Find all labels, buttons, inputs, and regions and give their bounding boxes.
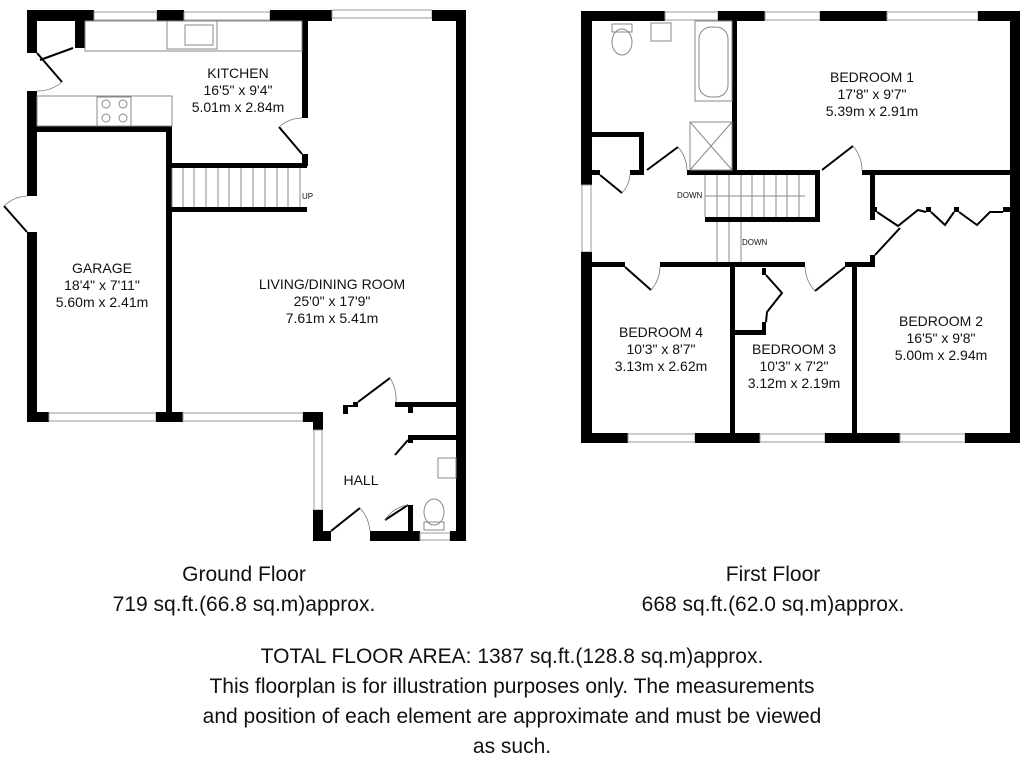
disclaimer-line: and position of each element are approxi… [202, 705, 822, 728]
disclaimer-line: as such. [472, 735, 552, 758]
room-dimensions-metric: 7.61m x 5.41m [285, 310, 379, 326]
room-dimensions-metric: 5.00m x 2.94m [894, 347, 988, 363]
room-dimensions-imperial: 25'0" x 17'9" [293, 293, 371, 309]
room-name: GARAGE [72, 260, 132, 276]
room-dimensions-imperial: 16'5" x 9'8" [906, 330, 976, 346]
disclaimer-line: This floorplan is for illustration purpo… [209, 675, 815, 698]
stair-label-down: DOWN [677, 191, 703, 200]
floor-title: First Floor [725, 563, 821, 586]
first-floor-fixtures [611, 20, 805, 262]
room-label-bedroom-2: BEDROOM 2 16'5" x 9'8" 5.00m x 2.94m [895, 313, 988, 364]
room-label-kitchen: KITCHEN 16'5" x 9'4" 5.01m x 2.84m [192, 65, 285, 116]
footer-notes: TOTAL FLOOR AREA: 1387 sq.ft.(128.8 sq.m… [0, 642, 1024, 762]
first-floor-caption: First Floor 668 sq.ft.(62.0 sq.m)approx. [642, 560, 905, 620]
stair-label-down-lower: DOWN [742, 238, 768, 247]
room-dimensions-metric: 5.39m x 2.91m [825, 103, 919, 119]
room-name: BEDROOM 3 [751, 341, 837, 357]
room-dimensions-imperial: 10'3" x 7'2" [759, 358, 829, 374]
room-dimensions-metric: 5.60m x 2.41m [55, 294, 149, 310]
room-label-bedroom-3: BEDROOM 3 10'3" x 7'2" 3.12m x 2.19m [748, 341, 841, 392]
total-floor-area: TOTAL FLOOR AREA: 1387 sq.ft.(128.8 sq.m… [260, 645, 764, 668]
room-label-bedroom-1: BEDROOM 1 17'8" x 9'7" 5.39m x 2.91m [826, 69, 919, 120]
first-floor-walls [581, 11, 1020, 443]
room-name: LIVING/DINING ROOM [258, 276, 406, 292]
room-dimensions-metric: 3.13m x 2.62m [614, 358, 708, 374]
room-name: KITCHEN [207, 65, 269, 81]
room-label-hall: HALL [343, 472, 378, 489]
ground-floor-doors [3, 47, 409, 532]
ground-floor-walls [27, 9, 466, 541]
room-label-garage: GARAGE 18'4" x 7'11" 5.60m x 2.41m [56, 260, 149, 311]
room-dimensions-metric: 3.12m x 2.19m [747, 375, 841, 391]
ground-floor-fixtures [36, 20, 457, 531]
first-floor-doors [599, 145, 1003, 323]
room-dimensions-imperial: 16'5" x 9'4" [203, 82, 273, 98]
stair-label-up: UP [302, 192, 314, 201]
room-name: BEDROOM 1 [829, 69, 915, 85]
room-label-living-dining: LIVING/DINING ROOM 25'0" x 17'9" 7.61m x… [259, 276, 405, 327]
room-label-bedroom-4: BEDROOM 4 10'3" x 8'7" 3.13m x 2.62m [615, 324, 708, 375]
ground-floor-caption: Ground Floor 719 sq.ft.(66.8 sq.m)approx… [113, 560, 376, 620]
room-dimensions-imperial: 10'3" x 8'7" [626, 341, 696, 357]
room-name: BEDROOM 2 [898, 313, 984, 329]
room-dimensions-imperial: 17'8" x 9'7" [837, 86, 907, 102]
floor-area: 719 sq.ft.(66.8 sq.m)approx. [112, 593, 376, 616]
floor-area: 668 sq.ft.(62.0 sq.m)approx. [641, 593, 905, 616]
room-dimensions-metric: 5.01m x 2.84m [191, 99, 285, 115]
room-dimensions-imperial: 18'4" x 7'11" [64, 277, 140, 293]
room-name: HALL [343, 472, 379, 488]
floor-title: Ground Floor [182, 563, 306, 586]
room-name: BEDROOM 4 [618, 324, 704, 340]
